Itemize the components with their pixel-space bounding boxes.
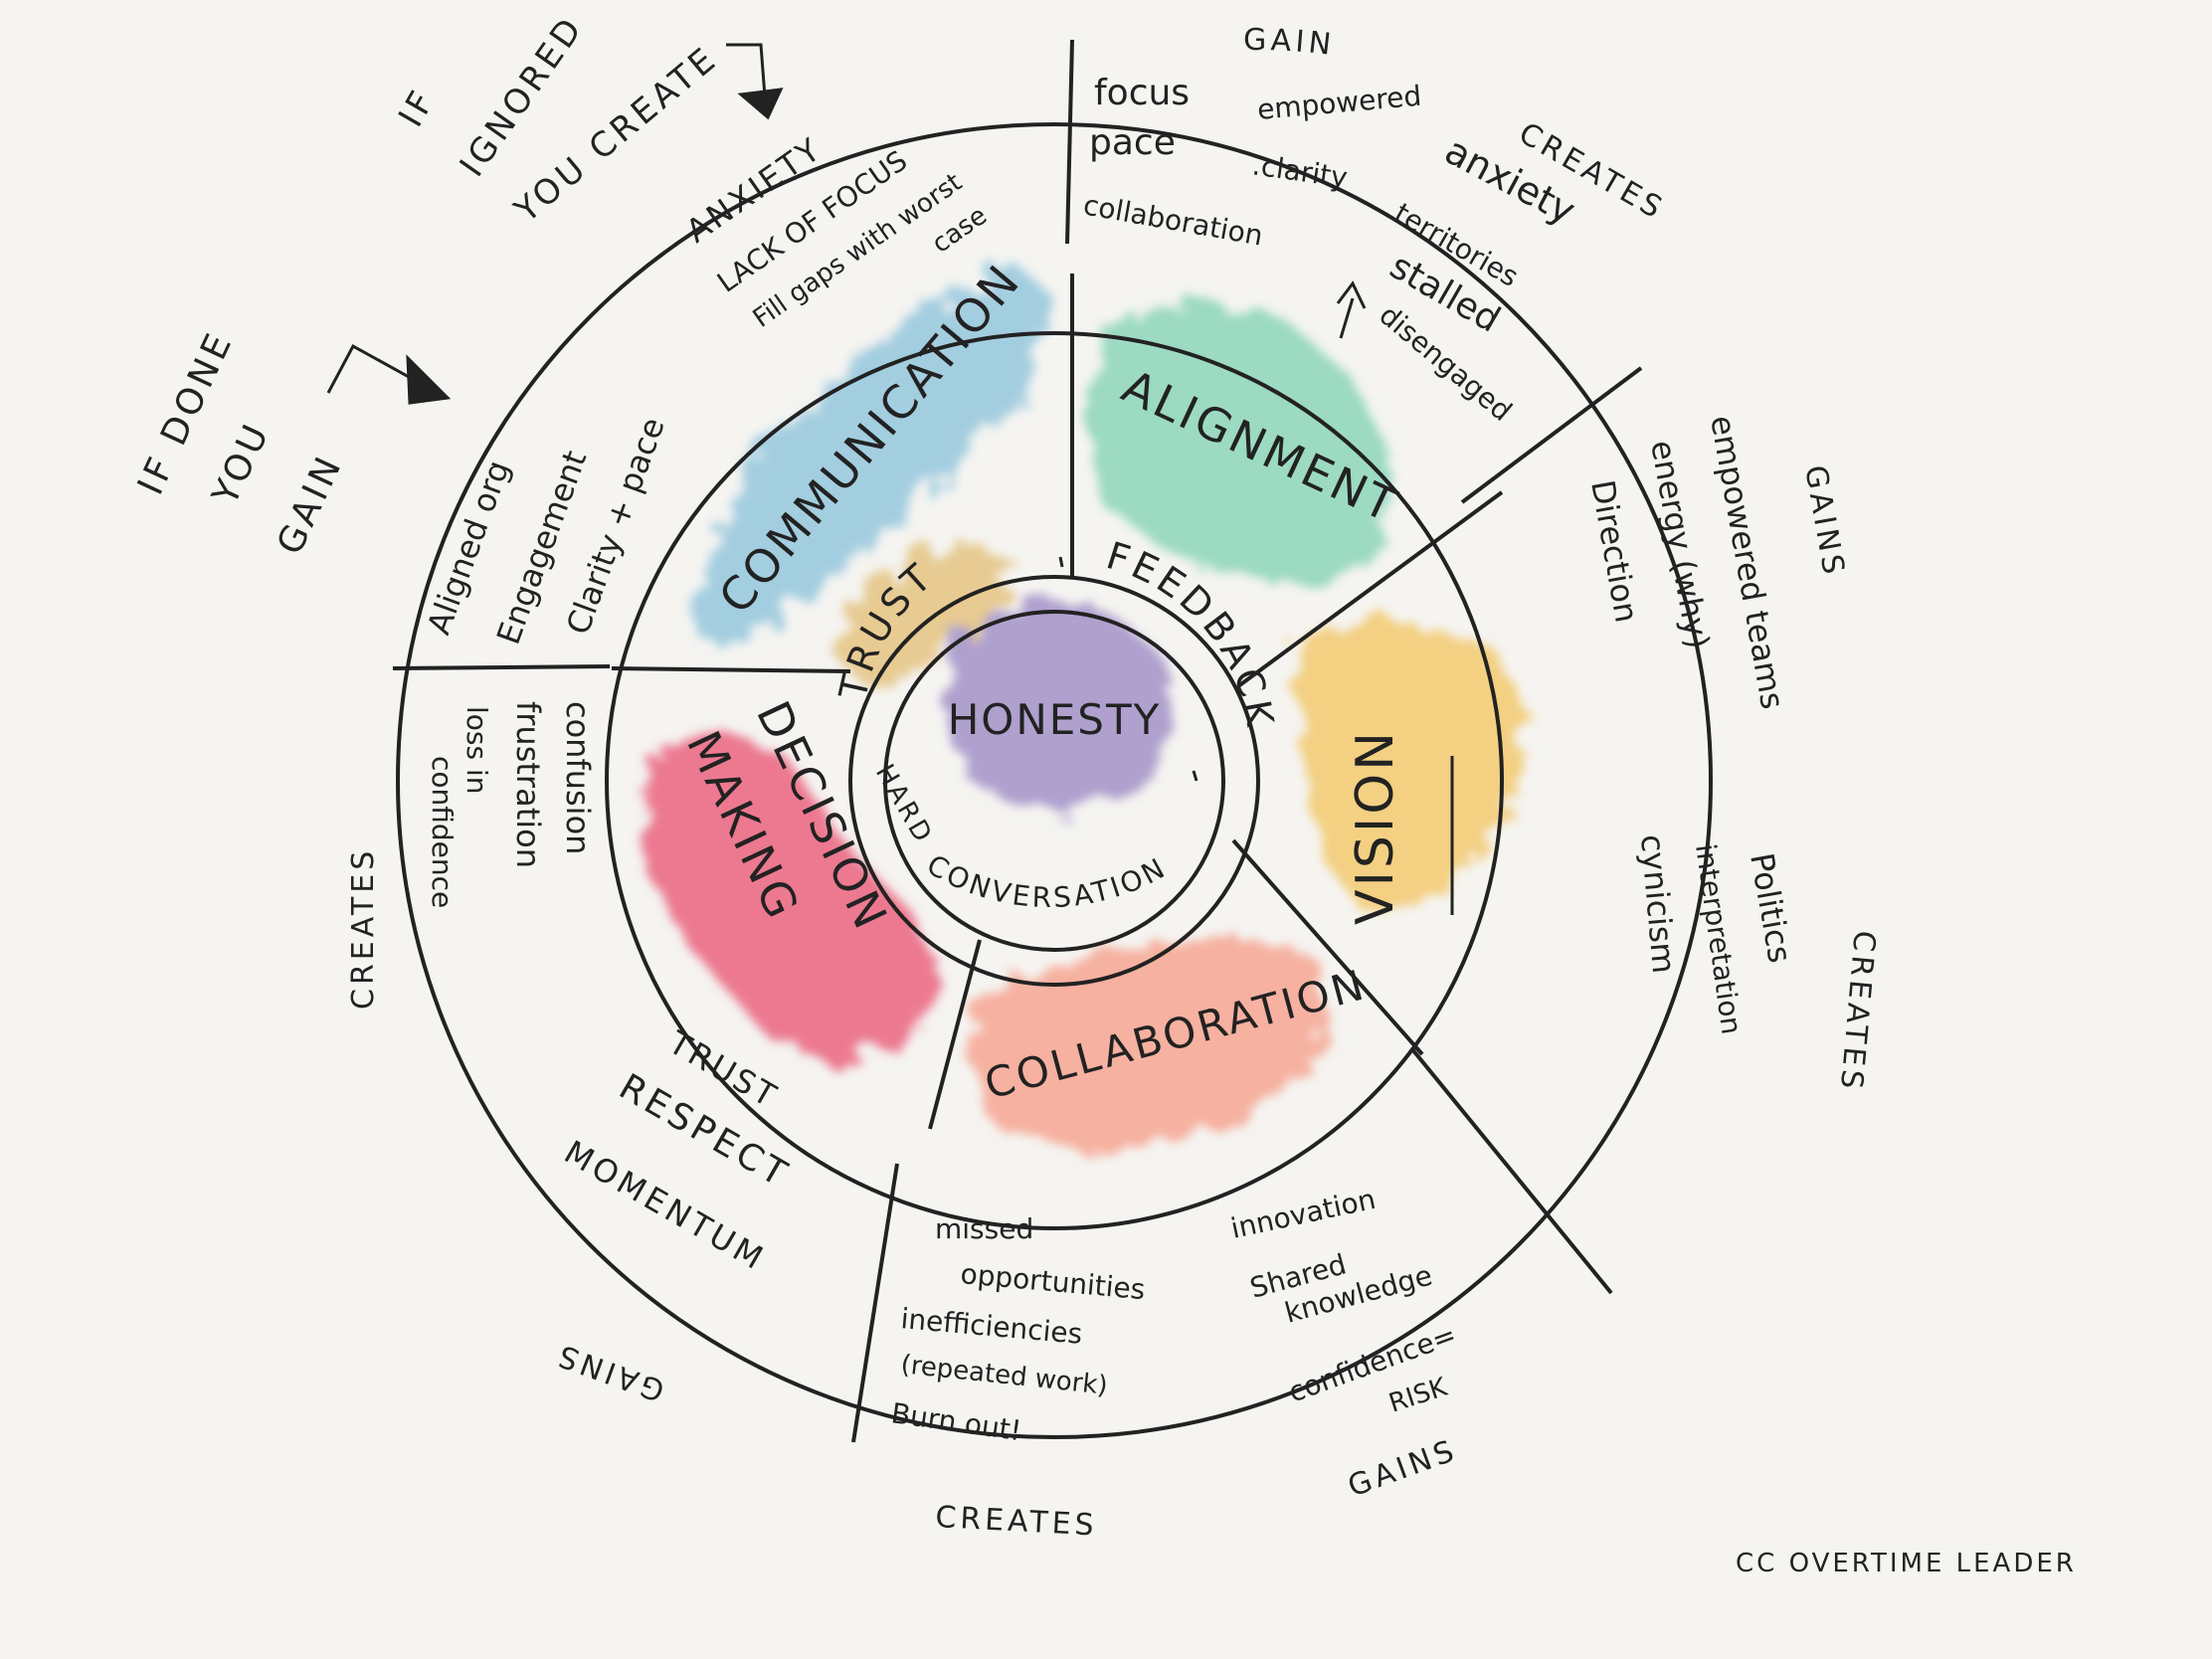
- collaboration-gains-label: GAINS: [1344, 1433, 1462, 1505]
- if-done-line2: YOU: [205, 416, 278, 512]
- arrow-if-ignored: [726, 43, 784, 120]
- gain-item: energy (why): [1643, 438, 1717, 651]
- outer-divider: [1410, 1047, 1613, 1295]
- trust-watercolor: [835, 537, 1014, 696]
- honesty-watercolor: [945, 597, 1174, 816]
- decision-creates-label: CREATES: [346, 847, 381, 1010]
- inner-divider: [928, 939, 982, 1130]
- alignment-watercolor: [1084, 298, 1392, 587]
- creates-item: confusion: [559, 701, 597, 854]
- vision-title: VISION: [1346, 729, 1405, 925]
- vision-creates-list: Politics interpretation cynicism: [1633, 832, 1799, 1036]
- honesty-label: HONESTY: [948, 695, 1162, 744]
- collaboration-blob: [965, 935, 1333, 1154]
- vision-watercolor: [1293, 617, 1532, 915]
- outer-divider: [851, 1163, 899, 1443]
- inner-divider: [1231, 838, 1424, 1056]
- outer-divider: [1460, 366, 1643, 504]
- arrow-alignment-up: [1336, 280, 1367, 339]
- outer-divider: [1065, 39, 1074, 245]
- collaboration-creates-label: CREATES: [935, 1500, 1099, 1543]
- creates-item: cynicism: [1633, 832, 1683, 975]
- decision-creates-list: confusion frustration loss in confidence: [426, 701, 597, 908]
- creates-item: loss in: [461, 706, 493, 795]
- gain-item: empowered teams: [1703, 413, 1791, 712]
- core-ring: [883, 610, 1225, 952]
- collaboration-creates-list: missed opportunities inefficiencies (rep…: [889, 1212, 1147, 1447]
- communication-blob: [686, 264, 1054, 646]
- vision-blob: [1293, 617, 1532, 915]
- hard-label: HARD: [869, 760, 939, 850]
- gain-item: pace: [1089, 122, 1176, 163]
- gain-item: Clarity + pace: [559, 413, 672, 640]
- gain-item: Direction: [1583, 477, 1646, 626]
- creates-item: interpretation: [1689, 841, 1749, 1036]
- middle-ring: [605, 331, 1504, 1230]
- decision-watercolor: [646, 726, 945, 1064]
- decision-gains-list: TRUST RESPECT MOMENTUM: [558, 1023, 797, 1279]
- tick-mark: [1058, 556, 1064, 568]
- if-done-line3: GAIN: [270, 448, 351, 560]
- communication-watercolor: [686, 264, 1054, 646]
- inner-divider: [1236, 490, 1504, 688]
- gain-item: focus: [1094, 73, 1190, 113]
- collaboration-watercolor: [965, 935, 1333, 1154]
- creates-item: opportunities: [959, 1257, 1146, 1306]
- outer-ring: [396, 122, 1713, 1439]
- credit-label: CC OVERTIME LEADER: [1736, 1549, 2077, 1578]
- creates-item: frustration: [509, 701, 547, 868]
- tick-mark: [1192, 770, 1198, 782]
- arrow-if-done: [326, 343, 452, 405]
- alignment-gains-list: focus empowered pace .clarity collaborat…: [1081, 73, 1423, 253]
- inner-divider: [611, 666, 851, 673]
- alignment-blob: [1084, 298, 1392, 587]
- collaboration-gains-list: innovation Shared knowledge confidence= …: [1228, 1183, 1461, 1419]
- decision-blob: [646, 726, 945, 1064]
- gain-item: RISK: [1385, 1373, 1452, 1419]
- trust-blob: [835, 537, 1014, 696]
- vision-gains-label: GAINS: [1797, 462, 1851, 580]
- gain-item: empowered: [1256, 80, 1423, 126]
- communication-gains-list: Aligned org Engagement Clarity + pace: [420, 413, 672, 649]
- creates-item: Politics: [1743, 850, 1799, 966]
- honesty-blob: [945, 597, 1174, 816]
- gain-item: collaboration: [1081, 188, 1265, 252]
- gain-label-top: GAIN: [1243, 23, 1337, 63]
- creates-item: missed: [935, 1212, 1033, 1245]
- inner-ring: [848, 575, 1260, 987]
- gain-item: innovation: [1228, 1183, 1379, 1245]
- vision-creates-label: CREATES: [1833, 929, 1882, 1094]
- creates-item: inefficiencies: [899, 1302, 1083, 1351]
- outer-divider: [392, 664, 611, 670]
- creates-item: confidence: [426, 756, 459, 908]
- if-ignored-line1: IF: [391, 82, 444, 134]
- vision-gains-list: empowered teams energy (why) Direction: [1583, 413, 1791, 712]
- creates-item: Burn out!: [889, 1396, 1023, 1447]
- creates-item: (repeated work): [899, 1350, 1109, 1401]
- decision-gains-label: GAINS: [551, 1336, 669, 1407]
- gain-item: .clarity: [1250, 148, 1350, 194]
